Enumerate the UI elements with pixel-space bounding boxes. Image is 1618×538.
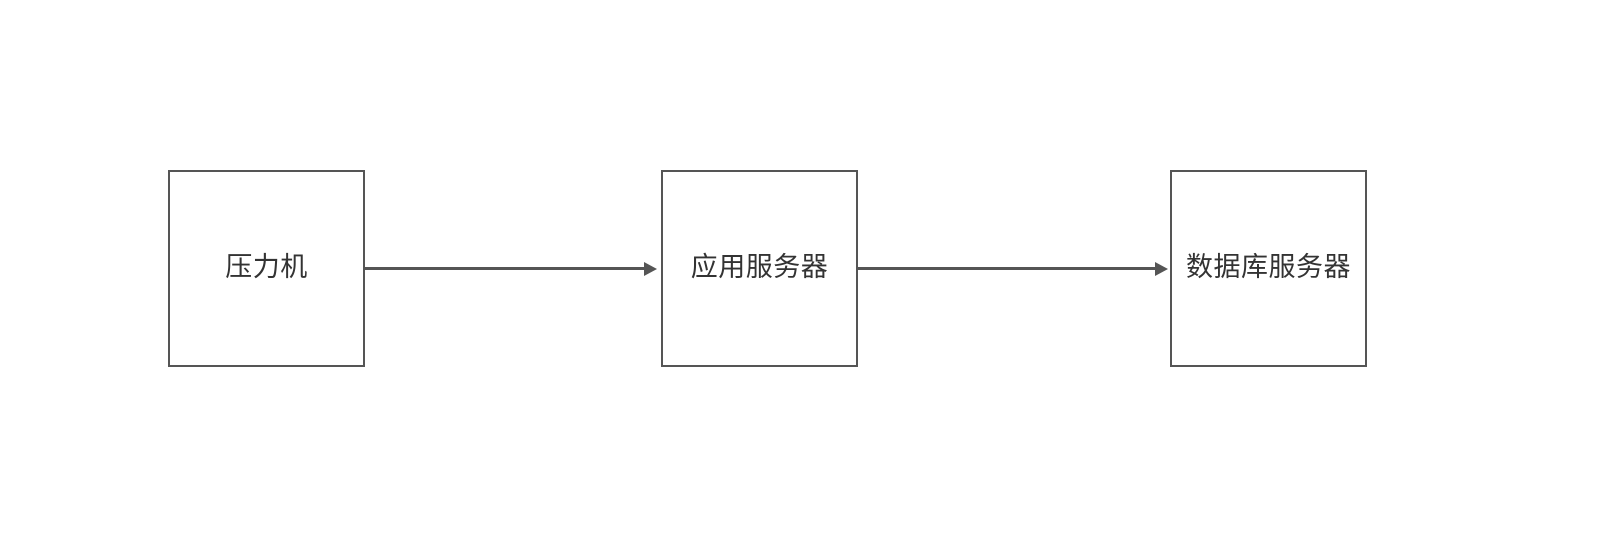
- arrow-head-right-icon: [1155, 261, 1168, 276]
- diagram-node-label: 应用服务器: [690, 252, 829, 284]
- diagram-edge-load-generator-to-app-server: [365, 267, 646, 270]
- diagram-node-db-server[interactable]: 数据库服务器: [1170, 170, 1367, 367]
- diagram-node-load-generator[interactable]: 压力机: [168, 170, 365, 367]
- arrow-head-right-icon: [644, 261, 657, 276]
- diagram-node-app-server[interactable]: 应用服务器: [661, 170, 858, 367]
- diagram-node-label: 压力机: [225, 252, 308, 284]
- diagram-edge-app-server-to-db-server: [858, 267, 1157, 270]
- diagram-node-label: 数据库服务器: [1186, 252, 1351, 284]
